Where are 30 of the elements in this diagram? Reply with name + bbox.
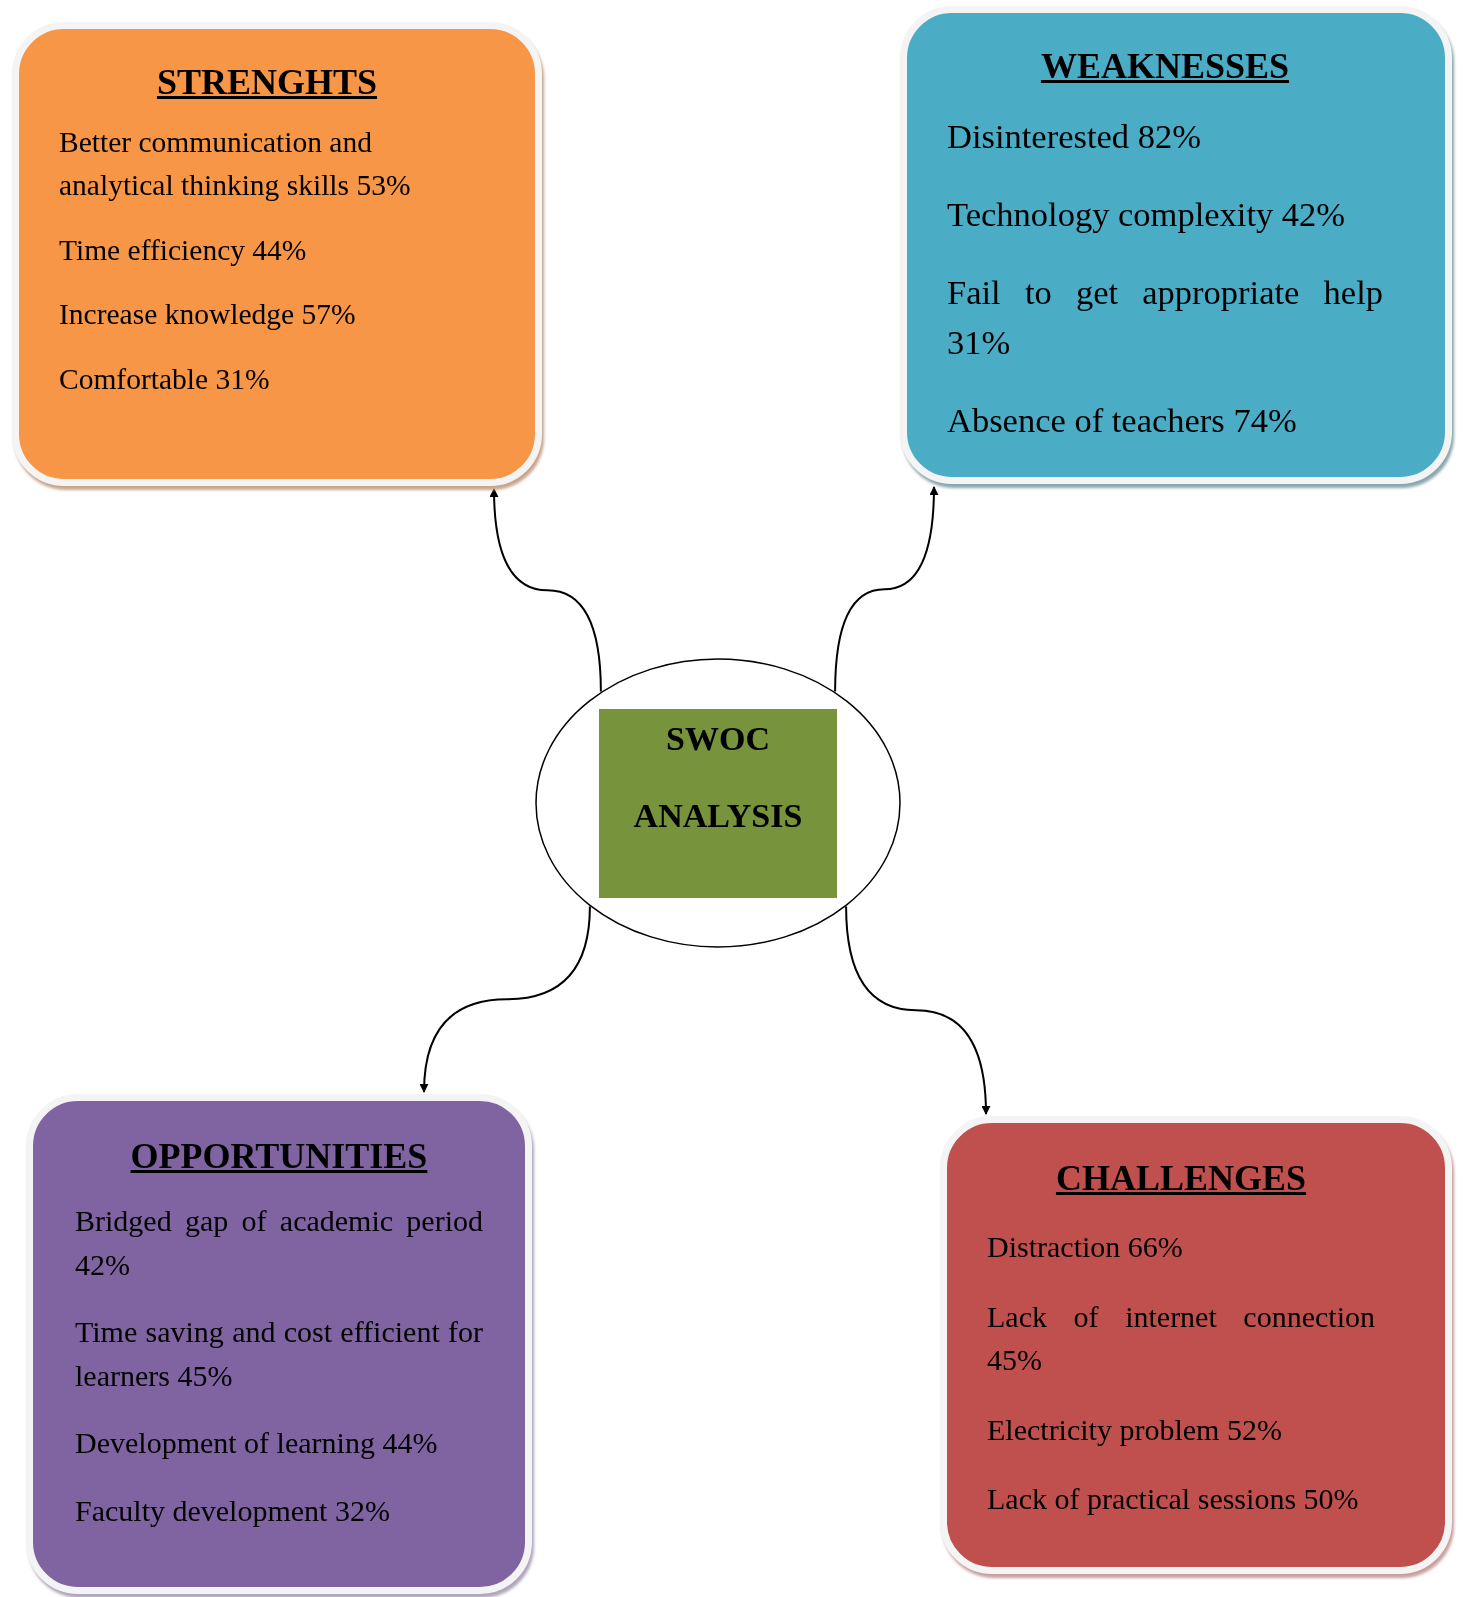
curved-arrow — [834, 486, 939, 693]
rounded-card — [12, 22, 542, 486]
list-item: Distraction 66% — [987, 1229, 1184, 1265]
list-item: Development of learning 44% — [75, 1425, 439, 1461]
list-item: Absence of teachers 74% — [947, 400, 1298, 442]
card-heading: STRENGHTS — [155, 61, 379, 103]
list-item: Disinterested 82% — [947, 116, 1202, 157]
card-heading: CHALLENGES — [1054, 1157, 1308, 1199]
curved-arrow — [419, 905, 591, 1093]
curved-arrow — [845, 905, 991, 1115]
list-item: Increase knowledge 57% — [59, 297, 357, 333]
list-item: Technology complexity 42% — [947, 194, 1347, 235]
list-item: Time efficiency 44% — [59, 232, 308, 268]
curved-arrow — [489, 488, 602, 693]
card-heading: WEAKNESSES — [1039, 45, 1291, 87]
list-item: Faculty development 32% — [75, 1492, 391, 1529]
rounded-card — [900, 6, 1452, 484]
list-item: Better communication and analytical thinking skills 53% — [59, 125, 412, 203]
list-item: Lack of internet connection 45% — [987, 1298, 1375, 1378]
list-item: Bridged gap of academic period 42% — [75, 1203, 483, 1283]
list-item: Electricity problem 52% — [987, 1411, 1283, 1448]
title-box — [599, 709, 837, 898]
title-text: SWOC ANALYSIS — [632, 719, 804, 836]
list-item: Lack of practical sessions 50% — [987, 1481, 1360, 1517]
list-item: Comfortable 31% — [59, 362, 271, 398]
list-item: Time saving and cost efficient for learners 45% — [75, 1314, 483, 1394]
list-item: Fail to get appropriate help 31% — [947, 272, 1383, 364]
card-heading: OPPORTUNITIES — [129, 1135, 429, 1177]
rounded-card — [26, 1094, 532, 1594]
rounded-card — [940, 1116, 1452, 1574]
